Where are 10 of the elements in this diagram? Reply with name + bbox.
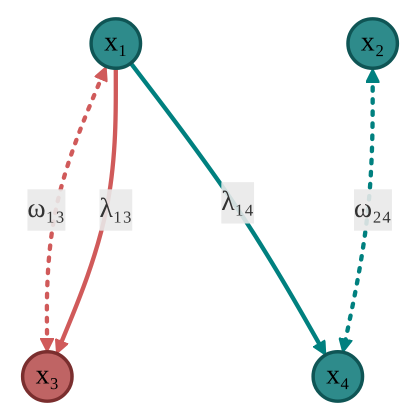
- node-circle: x₁: [89, 17, 142, 70]
- edge-label: λ₁₄: [221, 187, 254, 217]
- arrow: [129, 62, 326, 356]
- edge-label: λ₁₃: [99, 194, 132, 224]
- node-circle: x₄: [311, 350, 364, 403]
- node-circle: x₂: [346, 17, 400, 70]
- arrow: [39, 66, 108, 352]
- edge-label: ω₁₃: [27, 194, 65, 224]
- edge-label: ω₂₄: [354, 194, 392, 224]
- node-circle: x₃: [20, 350, 74, 403]
